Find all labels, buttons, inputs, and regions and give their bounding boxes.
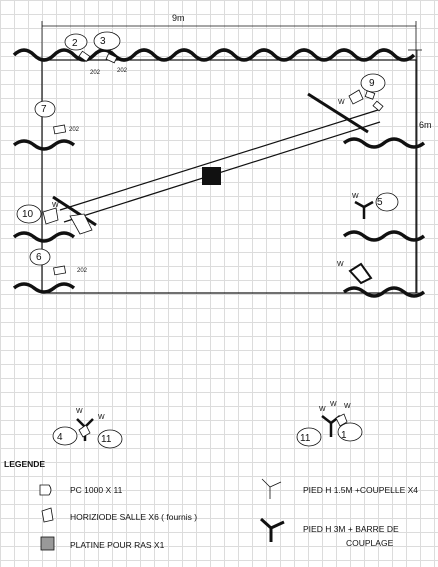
fixture-6-number: 6 [36, 252, 42, 263]
fixture-1-mark-2: W [344, 403, 351, 410]
fixture-7-code: 202 [69, 127, 80, 133]
truss-bar-left [52, 195, 97, 227]
fixture-6-circle [29, 248, 51, 266]
right-curtain-1 [342, 137, 426, 149]
fixture-9-pc-icon-2 [372, 100, 384, 112]
fixture-3-circle [93, 31, 121, 51]
left-curtain-2 [12, 231, 76, 243]
fixture-9-horiziode-icon [348, 89, 364, 105]
fixture-right-bottom-horiziode-icon [348, 262, 373, 285]
ground-left-pc-icon [78, 424, 91, 438]
fixture-4-mark: W [76, 408, 83, 415]
legend-pc-icon [39, 484, 52, 496]
fixture-11b-circle [296, 427, 322, 447]
fixture-6-code: 202 [77, 268, 88, 274]
legend-item-5-label: PIED H 3M + BARRE DE [303, 524, 399, 534]
fixture-11a-circle [97, 429, 123, 449]
fixture-1-circle [337, 422, 363, 442]
fixture-6-pc-icon [53, 265, 67, 276]
fixture-10-horiziode-icon-2 [69, 213, 93, 235]
fixture-2-circle [64, 33, 88, 51]
top-curtain [12, 48, 416, 62]
fixture-7-number: 7 [41, 104, 47, 115]
ground-right-pc-icon [335, 413, 348, 427]
fixture-3-pc-icon [105, 53, 118, 64]
fixture-4-number: 4 [57, 432, 63, 443]
fixture-2-number: 2 [72, 38, 78, 49]
fixture-3-code: 202 [117, 68, 128, 74]
height-label: 6m [419, 120, 432, 130]
fixture-7-pc-icon [53, 124, 67, 135]
legend-item-3-label: PLATINE POUR RAS X1 [70, 540, 165, 550]
fixture-3-number: 3 [100, 36, 106, 47]
truss-lower-line [63, 121, 381, 223]
legend-stand-3m-icon [259, 517, 285, 542]
fixture-9-circle [360, 73, 386, 93]
fixture-11b-mark: W [319, 406, 326, 413]
legend-stand-1-5m-icon [261, 478, 282, 499]
fixture-9-pc-icon [364, 90, 376, 100]
stage-outline [41, 59, 417, 294]
fixture-9-number: 9 [369, 78, 375, 89]
right-curtain-3 [342, 286, 426, 298]
legend-item-2-label: HORIZIODE SALLE X6 ( fournis ) [70, 512, 197, 522]
ras-plate [202, 167, 221, 185]
fixture-11a-number: 11 [101, 434, 112, 445]
left-curtain-3 [12, 282, 76, 294]
fixture-4-circle [52, 426, 78, 446]
left-curtain-1 [12, 139, 76, 151]
fixture-1-number: 1 [341, 430, 347, 441]
fixture-10-mark: W [52, 202, 59, 209]
legend-item-5-label-line2: COUPLAGE [346, 538, 394, 548]
fixture-11a-mark: W [98, 414, 105, 421]
fixture-5-circle [375, 192, 399, 212]
fixture-10-horiziode-icon [42, 207, 59, 225]
fixture-10-circle [16, 204, 42, 224]
legend-title: LEGENDE [4, 459, 45, 469]
fixture-2-code: 202 [90, 70, 101, 76]
fixture-7-circle [34, 100, 56, 118]
legend-item-4-label: PIED H 1.5M +COUPELLE X4 [303, 485, 418, 495]
legend-plate-icon [40, 536, 55, 551]
right-curtain-2 [342, 230, 426, 242]
fixture-5-stand-3m-icon [354, 200, 374, 219]
legend-item-1-label: PC 1000 X 11 [70, 485, 123, 495]
fixture-11b-number: 11 [300, 433, 311, 444]
fixture-9-mark: W [338, 99, 345, 106]
fixture-5-mark: W [352, 193, 359, 200]
legend-horiziode-icon [41, 507, 54, 523]
fixture-1-mark: W [330, 401, 337, 408]
truss-bar-right [307, 92, 369, 134]
fixture-10-number: 10 [22, 209, 34, 220]
fixture-right-bottom-mark: W [337, 261, 344, 268]
truss-upper-line [59, 109, 379, 211]
fixture-5-number: 5 [377, 197, 383, 208]
width-label: 9m [172, 13, 185, 23]
fixture-2-pc-icon [78, 50, 91, 62]
